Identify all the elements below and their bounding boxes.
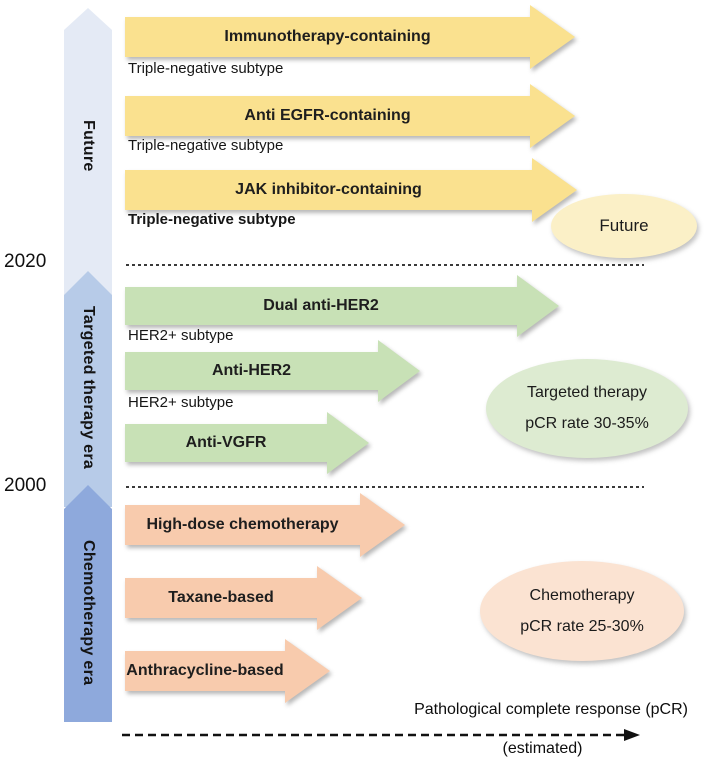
arrow-label: JAK inhibitor-containing <box>125 170 532 210</box>
timeline-arrow <box>64 8 112 722</box>
arrow-anti-her2: Anti-HER2 <box>125 340 420 402</box>
era-segment-targeted <box>64 271 112 507</box>
arrowhead-right-icon <box>517 275 559 337</box>
pcr-axis-label: Pathological complete response (pCR) <box>414 701 688 718</box>
arrow-jak-inhibitor: JAK inhibitor-containing <box>125 158 577 222</box>
arrow-label: Taxane-based <box>125 578 317 618</box>
subtype-label-triple-negative-1: Triple-negative subtype <box>128 60 284 77</box>
arrowhead-right-icon <box>378 340 420 402</box>
arrow-dual-anti-her2: Dual anti-HER2 <box>125 275 559 337</box>
arrowhead-right-icon <box>285 639 330 703</box>
arrow-label: Anti-HER2 <box>125 352 378 390</box>
arrowhead-right-icon <box>530 84 575 148</box>
arrow-label: Anthracycline-based <box>125 651 285 691</box>
subtype-label-triple-negative-2: Triple-negative subtype <box>128 137 284 154</box>
arrow-anti-vgfr: Anti-VGFR <box>125 412 369 474</box>
era-label-future: Future <box>80 119 97 172</box>
era-segment-future <box>64 8 112 308</box>
subtype-label-triple-negative-3: Triple-negative subtype <box>128 211 296 228</box>
arrow-label: Dual anti-HER2 <box>125 287 517 325</box>
era-boundary-line-2000 <box>126 486 644 488</box>
subtype-label-her2-1: HER2+ subtype <box>128 327 234 344</box>
ellipse-future: Future <box>551 194 697 258</box>
arrow-label: Anti-VGFR <box>125 424 327 462</box>
year-marker-2000: 2000 <box>4 475 47 496</box>
arrowhead-right-icon <box>530 5 575 69</box>
arrowhead-right-icon <box>360 493 405 557</box>
arrow-label: Anti EGFR-containing <box>125 96 530 136</box>
ellipse-text-line1: Targeted therapy <box>526 384 648 401</box>
arrow-anthracycline-based: Anthracycline-based <box>125 639 330 703</box>
arrow-immunotherapy: Immunotherapy-containing <box>125 5 575 69</box>
era-boundary-line-2020 <box>126 264 644 266</box>
ellipse-text: Future <box>599 216 649 235</box>
ellipse-text-line2: pCR rate 25-30% <box>520 617 644 635</box>
year-marker-2020: 2020 <box>4 251 47 272</box>
ellipse-text-line2: pCR rate 30-35% <box>525 415 649 432</box>
pcr-axis-arrow <box>122 729 640 741</box>
pcr-axis-arrowhead-icon <box>624 729 640 741</box>
era-label-chemo: Chemotherapy era <box>80 539 97 686</box>
arrowhead-right-icon <box>327 412 369 474</box>
ellipse-targeted-therapy: Targeted therapy pCR rate 30-35% <box>486 359 688 458</box>
arrow-high-dose-chemotherapy: High-dose chemotherapy <box>125 493 405 557</box>
ellipse-text-line1: Chemotherapy <box>529 586 635 604</box>
era-label-targeted: Targeted therapy era <box>80 305 97 470</box>
arrow-anti-egfr: Anti EGFR-containing <box>125 84 575 148</box>
arrowhead-right-icon <box>317 566 362 630</box>
arrow-taxane-based: Taxane-based <box>125 566 362 630</box>
era-segment-chemo <box>64 485 112 722</box>
arrow-label: High-dose chemotherapy <box>125 505 360 545</box>
pcr-axis-sublabel: (estimated) <box>502 740 583 757</box>
arrow-label: Immunotherapy-containing <box>125 17 530 57</box>
ellipse-chemotherapy: Chemotherapy pCR rate 25-30% <box>480 561 684 661</box>
subtype-label-her2-2: HER2+ subtype <box>128 394 234 411</box>
